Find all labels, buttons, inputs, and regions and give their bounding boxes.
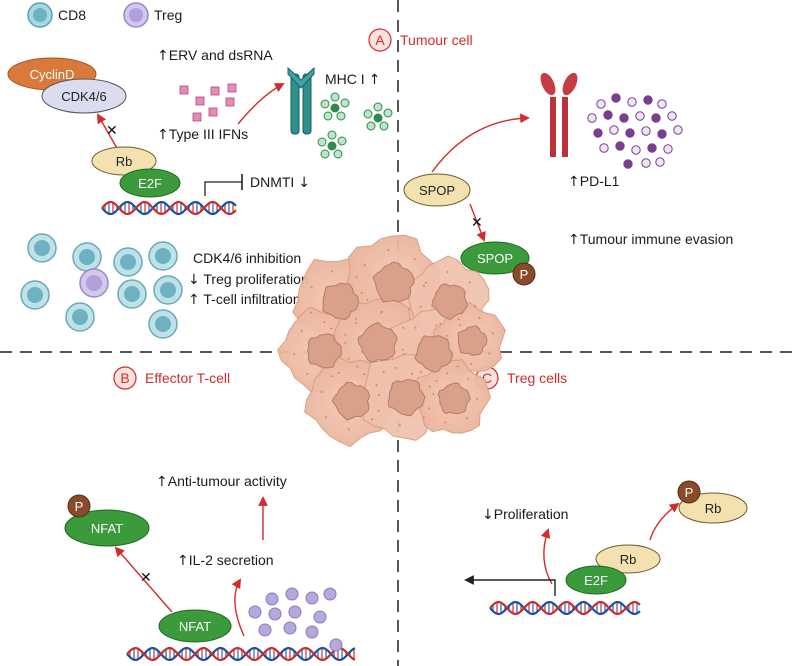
dna-helix-c — [489, 600, 641, 616]
e2f-c-label: E2F — [584, 573, 608, 588]
spop-label: SPOP — [419, 183, 455, 198]
ifn-label: ↑Type III IFNs — [157, 126, 248, 143]
phosphate-a — [512, 262, 536, 286]
rb-protein — [91, 146, 157, 176]
spop-p-label: SPOP — [477, 251, 513, 266]
e2f-label: E2F — [138, 176, 162, 191]
mhc-antigen-clusters — [317, 92, 393, 159]
panel-a-letter: A — [375, 32, 385, 48]
block-cross-b: ✕ — [140, 570, 152, 586]
phosphate-c — [677, 480, 701, 504]
cdk46-protein — [41, 78, 127, 114]
nfat-protein — [158, 609, 232, 643]
il2-secretion-arrow — [231, 578, 245, 637]
panel-c-letter: C — [482, 370, 492, 386]
legend-treg-label: Treg — [154, 7, 182, 23]
dna-helix-b — [126, 646, 356, 662]
cyclind-label: CyclinD — [30, 67, 75, 82]
mhc-label: MHC I ↑ — [325, 71, 380, 88]
il2-label: ↑IL-2 secretion — [177, 552, 274, 569]
panel-b-badge — [113, 366, 137, 390]
panel-b-heading: Effector T-cell — [145, 370, 230, 386]
panel-a-heading: Tumour cell — [400, 32, 473, 48]
panel-a-badge — [368, 28, 392, 52]
cdk46-inhibition-label: CDK4/6 inhibition — [193, 250, 301, 266]
phosphate-c-label: P — [685, 485, 694, 500]
erv-label: ↑ERV and dsRNA — [157, 47, 273, 64]
rb-c-label: Rb — [620, 552, 637, 567]
rb-to-cdk-arrow — [97, 113, 119, 151]
treg-proliferation-label: ↓ Treg proliferation — [188, 271, 309, 288]
panel-a-title: A Tumour cell — [368, 28, 473, 52]
pdl1-dots — [587, 93, 683, 169]
nfat-p-label: NFAT — [91, 521, 123, 536]
phosphate-b-label: P — [75, 499, 84, 514]
nfat-dephospho-arrow — [114, 546, 173, 613]
block-cross-a: ✕ — [106, 123, 118, 139]
block-cross-spop: ✕ — [471, 215, 483, 231]
legend: CD8 Treg — [27, 2, 182, 28]
spop-phospho-arrow — [469, 203, 486, 242]
proliferation-label: ↓Proliferation — [482, 506, 568, 523]
tumour-cell-mass — [277, 234, 506, 448]
panel-c-title: C Treg cells — [475, 366, 567, 390]
dna-helix-a — [101, 200, 237, 216]
tcell-infiltration-label: ↑ T-cell infiltration — [188, 291, 301, 308]
panel-b-letter: B — [120, 370, 129, 386]
phosphate-b — [67, 494, 91, 518]
nfat-label: NFAT — [179, 619, 211, 634]
proliferation-arrow — [540, 528, 553, 585]
immune-cell-cluster — [20, 233, 183, 339]
pdl1-label: ↑PD-L1 — [568, 173, 620, 190]
dsrna-squares — [179, 83, 237, 122]
antitumour-label: ↑Anti-tumour activity — [156, 473, 287, 490]
rb-c-protein — [595, 544, 661, 574]
panel-c-heading: Treg cells — [507, 370, 567, 386]
legend-cd8-label: CD8 — [58, 7, 86, 23]
pdl1-receptor — [540, 72, 578, 157]
cdk46-label: CDK4/6 — [61, 89, 107, 104]
ifn-to-mhc-arrow — [237, 83, 285, 125]
il2-molecules — [248, 587, 343, 652]
rb-phospho-arrow — [649, 502, 680, 541]
nfat-p-protein — [64, 509, 150, 547]
immune-evasion-label: ↑Tumour immune evasion — [568, 231, 733, 248]
e2f-c-protein — [565, 565, 627, 595]
spop-p-protein — [460, 241, 530, 275]
phosphate-a-label: P — [520, 267, 529, 282]
dnmti-label: DNMTI ↓ — [250, 174, 310, 191]
spop-protein — [403, 173, 471, 207]
spop-to-pdl1-arrow — [431, 113, 530, 173]
transcription-start-arrow — [464, 575, 556, 596]
rb-p-label: Rb — [705, 501, 722, 516]
mhc-receptor — [287, 66, 315, 135]
e2f-protein — [119, 168, 181, 198]
rb-label: Rb — [116, 154, 133, 169]
panel-b-title: B Effector T-cell — [113, 366, 230, 390]
dnmti-inhibition-line — [204, 181, 242, 196]
